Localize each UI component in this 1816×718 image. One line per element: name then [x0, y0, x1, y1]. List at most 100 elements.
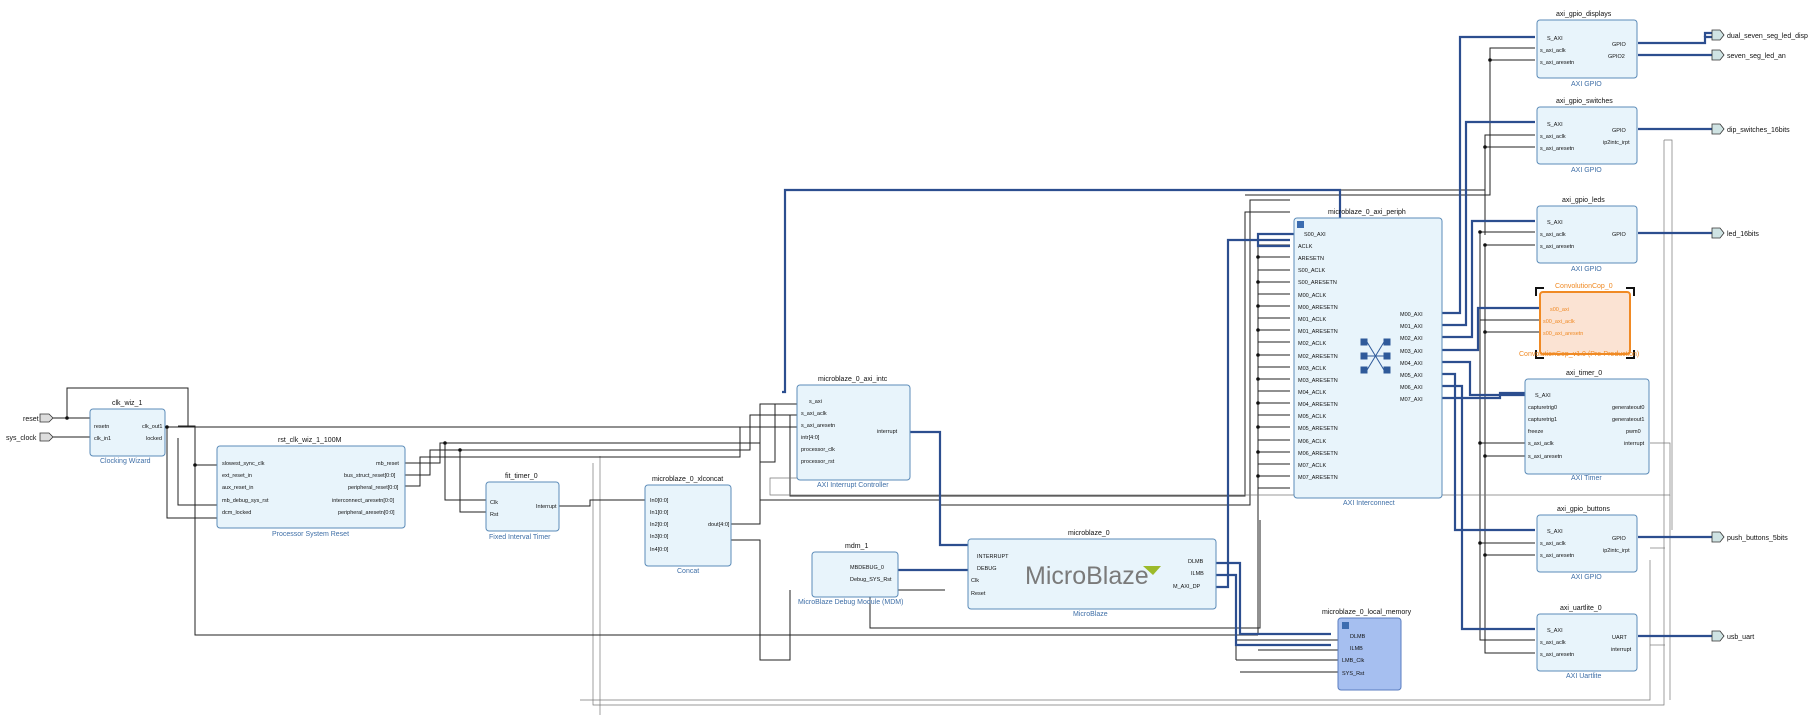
svg-text:In0[0:0]: In0[0:0] [650, 498, 669, 504]
port-reset[interactable]: reset [23, 413, 54, 423]
svg-text:Reset: Reset [971, 591, 986, 597]
svg-text:s_axi_aclk: s_axi_aclk [1540, 541, 1566, 547]
svg-text:M04_ARESETN: M04_ARESETN [1298, 402, 1338, 408]
block-axi-intc[interactable]: microblaze_0_axi_intc s_axi s_axi_aclk s… [796, 376, 911, 489]
block-local-memory[interactable]: microblaze_0_local_memory DLMB ILMB LMB_… [1322, 609, 1412, 691]
svg-text:interconnect_aresetn[0:0]: interconnect_aresetn[0:0] [332, 498, 395, 504]
microblaze-logo: MicroBlaze [1025, 562, 1149, 590]
svg-text:s_axi_aresetn: s_axi_aresetn [1540, 553, 1574, 559]
svg-text:capturetrig0: capturetrig0 [1528, 405, 1557, 411]
svg-text:DEBUG: DEBUG [977, 566, 997, 572]
svg-text:microblaze_0_axi_periph: microblaze_0_axi_periph [1328, 209, 1406, 216]
svg-text:sys_clock: sys_clock [6, 435, 37, 442]
svg-text:generateout1: generateout1 [1612, 417, 1644, 423]
svg-text:GPIO2: GPIO2 [1608, 54, 1625, 60]
svg-text:reset: reset [23, 416, 39, 423]
svg-text:AXI Interrupt Controller: AXI Interrupt Controller [817, 482, 889, 489]
svg-text:s_axi_aresetn: s_axi_aresetn [1540, 652, 1574, 658]
svg-text:s_axi_aresetn: s_axi_aresetn [1540, 146, 1574, 152]
svg-text:AXI Timer: AXI Timer [1571, 475, 1602, 482]
block-axi-uartlite[interactable]: axi_uartlite_0 S_AXI s_axi_aclk s_axi_ar… [1536, 605, 1638, 680]
svg-text:S00_ARESETN: S00_ARESETN [1298, 280, 1337, 286]
svg-text:In4[0:0]: In4[0:0] [650, 547, 669, 553]
svg-text:peripheral_aresetn[0:0]: peripheral_aresetn[0:0] [338, 510, 395, 516]
block-clk-wiz[interactable]: clk_wiz_1 resetn clk_in1 clk_out1 locked… [89, 400, 166, 465]
svg-text:s_axi_aclk: s_axi_aclk [1540, 640, 1566, 646]
collapse-icon[interactable] [1342, 622, 1349, 629]
port-usb-uart[interactable]: usb_uart [1711, 630, 1754, 642]
port-dual-seven-seg-led-disp[interactable]: dual_seven_seg_led_disp [1711, 29, 1808, 41]
svg-text:dout[4:0]: dout[4:0] [708, 522, 730, 528]
svg-text:AXI GPIO: AXI GPIO [1571, 81, 1602, 88]
svg-text:M06_ARESETN: M06_ARESETN [1298, 451, 1338, 457]
svg-text:S_AXI: S_AXI [1547, 122, 1563, 128]
port-push-buttons-5bits[interactable]: push_buttons_5bits [1711, 531, 1788, 543]
svg-text:microblaze_0_axi_intc: microblaze_0_axi_intc [818, 376, 888, 383]
collapse-icon[interactable] [1297, 221, 1304, 228]
microblaze-logo-icon [1143, 566, 1161, 575]
svg-text:DLMB: DLMB [1350, 634, 1366, 640]
port-led-16bits[interactable]: led_16bits [1711, 227, 1759, 239]
block-concat[interactable]: microblaze_0_xlconcat In0[0:0] In1[0:0] … [644, 476, 732, 575]
svg-text:s_axi_aclk: s_axi_aclk [1528, 441, 1554, 447]
svg-text:M05_AXI: M05_AXI [1400, 373, 1423, 379]
block-fit-timer[interactable]: fit_timer_0 Clk Rst Interrupt Fixed Inte… [485, 473, 560, 541]
svg-text:M02_ACLK: M02_ACLK [1298, 341, 1326, 347]
svg-text:S00_AXI: S00_AXI [1304, 232, 1326, 238]
svg-text:Clocking Wizard: Clocking Wizard [100, 458, 151, 465]
svg-text:dcm_locked: dcm_locked [222, 510, 251, 516]
svg-text:MBDEBUG_0: MBDEBUG_0 [850, 565, 884, 571]
svg-text:Clk: Clk [490, 500, 498, 506]
svg-text:In1[0:0]: In1[0:0] [650, 510, 669, 516]
block-axi-gpio-displays[interactable]: axi_gpio_displays S_AXI s_axi_aclk s_axi… [1536, 11, 1638, 88]
svg-text:In3[0:0]: In3[0:0] [650, 534, 669, 540]
svg-text:S_AXI: S_AXI [1547, 529, 1563, 535]
svg-text:generateout0: generateout0 [1612, 405, 1644, 411]
block-axi-gpio-switches[interactable]: axi_gpio_switches S_AXI s_axi_aclk s_axi… [1536, 98, 1638, 174]
svg-text:DLMB: DLMB [1188, 559, 1204, 565]
block-axi-timer[interactable]: axi_timer_0 S_AXI capturetrig0 capturetr… [1524, 370, 1650, 482]
svg-text:S_AXI: S_AXI [1535, 393, 1551, 399]
block-axi-gpio-buttons[interactable]: axi_gpio_buttons S_AXI s_axi_aclk s_axi_… [1536, 506, 1638, 581]
block-axi-interconnect[interactable]: microblaze_0_axi_periph S00_AXI ACLK ARE… [1293, 209, 1443, 507]
svg-text:ConvolutionCop_0: ConvolutionCop_0 [1555, 283, 1613, 290]
wire-junctions [65, 58, 1492, 557]
svg-text:Rst: Rst [490, 512, 499, 518]
port-dip-switches-16bits[interactable]: dip_switches_16bits [1711, 123, 1790, 135]
block-convolution-cop[interactable]: ConvolutionCop_0 s00_axi s00_axi_aclk s0… [1519, 283, 1639, 359]
block-proc-sys-reset[interactable]: rst_clk_wiz_1_100M slowest_sync_clk ext_… [216, 437, 406, 538]
port-sys-clock[interactable]: sys_clock [6, 432, 54, 442]
block-axi-gpio-leds[interactable]: axi_gpio_leds S_AXI s_axi_aclk s_axi_are… [1536, 197, 1638, 273]
svg-text:peripheral_reset[0:0]: peripheral_reset[0:0] [348, 485, 399, 491]
svg-text:AXI GPIO: AXI GPIO [1571, 266, 1602, 273]
svg-text:M03_ACLK: M03_ACLK [1298, 366, 1326, 372]
svg-text:M06_AXI: M06_AXI [1400, 385, 1423, 391]
svg-text:AXI GPIO: AXI GPIO [1571, 574, 1602, 581]
svg-text:M00_AXI: M00_AXI [1400, 312, 1423, 318]
pin-locked: locked [146, 436, 162, 442]
svg-text:M01_ARESETN: M01_ARESETN [1298, 329, 1338, 335]
pin-resetn: resetn [94, 424, 109, 430]
svg-text:M01_AXI: M01_AXI [1400, 324, 1423, 330]
svg-text:M07_AXI: M07_AXI [1400, 397, 1423, 403]
svg-text:Interrupt: Interrupt [536, 504, 557, 510]
svg-text:Clk: Clk [971, 578, 979, 584]
svg-text:axi_gpio_displays: axi_gpio_displays [1556, 11, 1612, 18]
svg-text:mdm_1: mdm_1 [845, 543, 868, 550]
svg-text:axi_gpio_leds: axi_gpio_leds [1562, 197, 1605, 204]
svg-text:M02_ARESETN: M02_ARESETN [1298, 354, 1338, 360]
svg-text:push_buttons_5bits: push_buttons_5bits [1727, 535, 1788, 542]
svg-text:AXI Interconnect: AXI Interconnect [1343, 500, 1395, 507]
svg-text:interrupt: interrupt [877, 429, 898, 435]
svg-text:S00_ACLK: S00_ACLK [1298, 268, 1326, 274]
svg-text:M07_ACLK: M07_ACLK [1298, 463, 1326, 469]
svg-text:In2[0:0]: In2[0:0] [650, 522, 669, 528]
block-mdm[interactable]: mdm_1 MBDEBUG_0 Debug_SYS_Rst MicroBlaze… [798, 543, 903, 606]
svg-text:capturetrig1: capturetrig1 [1528, 417, 1557, 423]
svg-text:led_16bits: led_16bits [1727, 231, 1759, 238]
port-seven-seg-led-an[interactable]: seven_seg_led_an [1711, 49, 1786, 61]
block-microblaze[interactable]: microblaze_0 INTERRUPT DEBUG Clk Reset D… [967, 530, 1217, 618]
svg-text:M_AXI_DP: M_AXI_DP [1173, 584, 1201, 590]
svg-text:dip_switches_16bits: dip_switches_16bits [1727, 127, 1790, 134]
